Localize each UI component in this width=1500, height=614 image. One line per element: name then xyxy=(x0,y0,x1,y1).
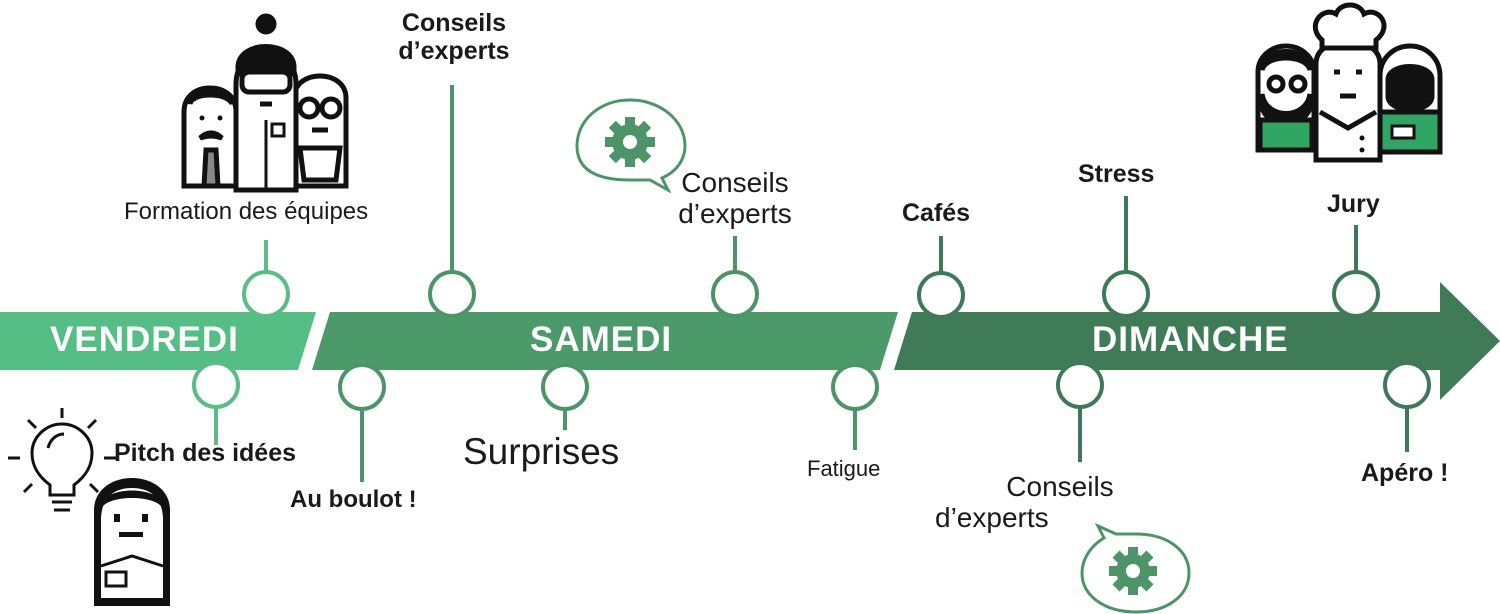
day-label-samedi: SAMEDI xyxy=(530,320,673,359)
node-stress xyxy=(1102,270,1150,318)
arrow-segment-dimanche xyxy=(894,282,1500,400)
event-cafes-label: Cafés xyxy=(902,199,971,227)
node-pitch xyxy=(192,361,240,409)
event-conseils-2-line1: Conseils xyxy=(681,167,789,198)
event-conseils-1-line2: d’experts xyxy=(398,36,510,65)
event-apero-label: Apéro ! xyxy=(1361,459,1449,487)
event-jury-label: Jury xyxy=(1327,190,1380,218)
node-fatigue xyxy=(831,363,879,411)
node-cafes xyxy=(917,271,965,319)
node-surprises xyxy=(541,363,589,411)
node-conseils-1 xyxy=(428,270,476,318)
event-conseils-3-line2: d’experts xyxy=(935,501,1049,533)
event-conseils-2-line2: d’experts xyxy=(678,197,792,229)
day-label-vendredi: VENDREDI xyxy=(50,320,239,359)
event-conseils-1-line1: Conseils xyxy=(401,9,507,37)
gear-icon xyxy=(1109,547,1157,595)
pitch-character-icon xyxy=(94,478,170,606)
node-conseils-2 xyxy=(711,270,759,318)
node-conseils-3 xyxy=(1056,361,1104,409)
arrow-segment-vendredi xyxy=(0,312,316,370)
event-conseils-3-label: Conseils d’experts xyxy=(935,471,1125,534)
node-au-boulot xyxy=(338,363,386,411)
lightbulb-icon xyxy=(8,408,116,512)
event-pitch-label: Pitch des idées xyxy=(114,439,297,467)
event-surprises-label: Surprises xyxy=(463,431,620,472)
arrow-segment-samedi xyxy=(312,312,898,370)
team-characters-icon xyxy=(181,13,349,193)
event-conseils-1-label: Conseils d’experts xyxy=(384,9,524,65)
event-formation-label: Formation des équipes xyxy=(124,198,369,225)
event-au-boulot-label: Au boulot ! xyxy=(290,486,417,513)
stems-below xyxy=(192,361,1431,482)
stems-above xyxy=(242,85,1380,319)
event-conseils-3-line1: Conseils xyxy=(1006,471,1114,502)
speech-bubble-icon xyxy=(575,98,687,194)
speech-bubble-icon xyxy=(1080,522,1191,614)
day-label-dimanche: DIMANCHE xyxy=(1092,320,1289,359)
gear-icon xyxy=(605,117,655,167)
node-formation xyxy=(242,270,290,318)
event-conseils-2-label: Conseils d’experts xyxy=(660,167,810,230)
node-apero xyxy=(1383,361,1431,409)
node-jury xyxy=(1332,270,1380,318)
jury-characters-icon xyxy=(1255,2,1443,163)
event-stress-label: Stress xyxy=(1078,160,1155,188)
event-fatigue-label: Fatigue xyxy=(807,456,881,481)
